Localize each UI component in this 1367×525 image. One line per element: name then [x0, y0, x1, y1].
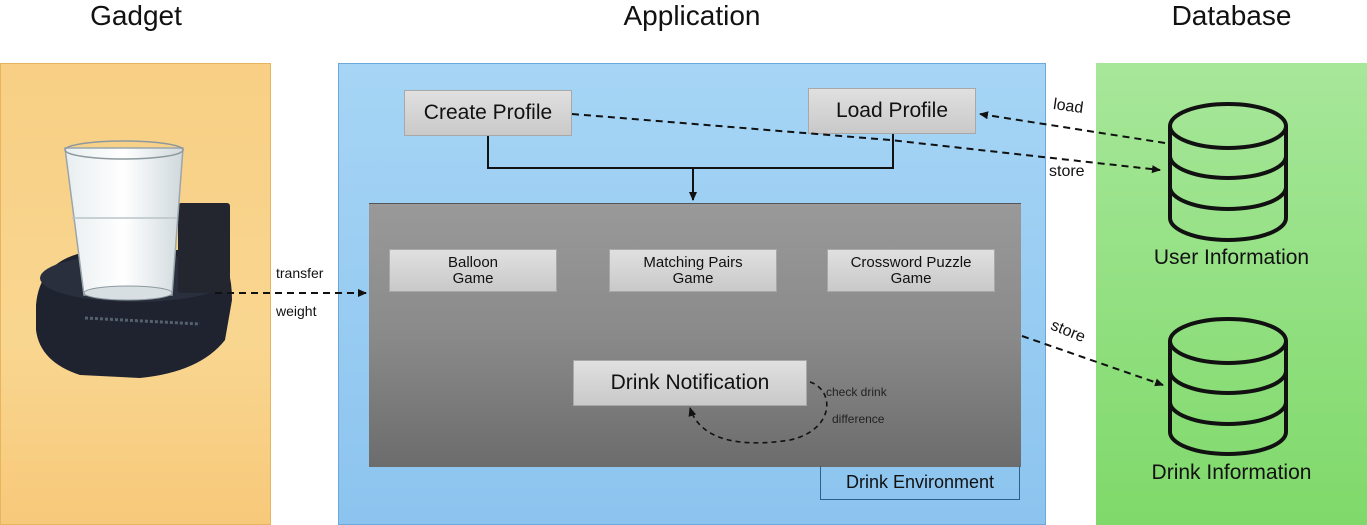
drink-information-label: Drink Information	[1151, 461, 1312, 484]
drink-environment-label: Drink Environment	[820, 466, 1020, 500]
transfer-label: transfer	[276, 265, 324, 281]
weight-label: weight	[276, 303, 317, 319]
glass-icon	[64, 140, 184, 301]
balloon-game-label: Balloon Game	[447, 253, 499, 287]
gadget-heading: Gadget	[90, 0, 182, 31]
check-drink-label: check drink	[826, 385, 887, 399]
crossword-puzzle-game-label: Crossword Puzzle Game	[850, 253, 972, 287]
database-heading: Database	[1171, 0, 1292, 31]
crossword-puzzle-game-box: Crossword Puzzle Game	[827, 249, 995, 292]
load-profile-box: Load Profile	[808, 88, 976, 134]
matching-pairs-game-label: Matching Pairs Game	[643, 253, 743, 287]
drink-environment-area	[369, 203, 1021, 467]
drink-information-database-icon	[1168, 317, 1288, 456]
matching-pairs-game-box: Matching Pairs Game	[609, 249, 777, 292]
store-profile-label: store	[1049, 163, 1085, 180]
create-profile-box: Create Profile	[404, 90, 572, 136]
application-heading: Application	[623, 0, 761, 31]
user-information-label: User Information	[1153, 246, 1310, 269]
drink-notification-box: Drink Notification	[573, 360, 807, 406]
difference-label: difference	[832, 412, 885, 426]
balloon-game-box: Balloon Game	[389, 249, 557, 292]
user-information-database-icon	[1168, 102, 1288, 242]
